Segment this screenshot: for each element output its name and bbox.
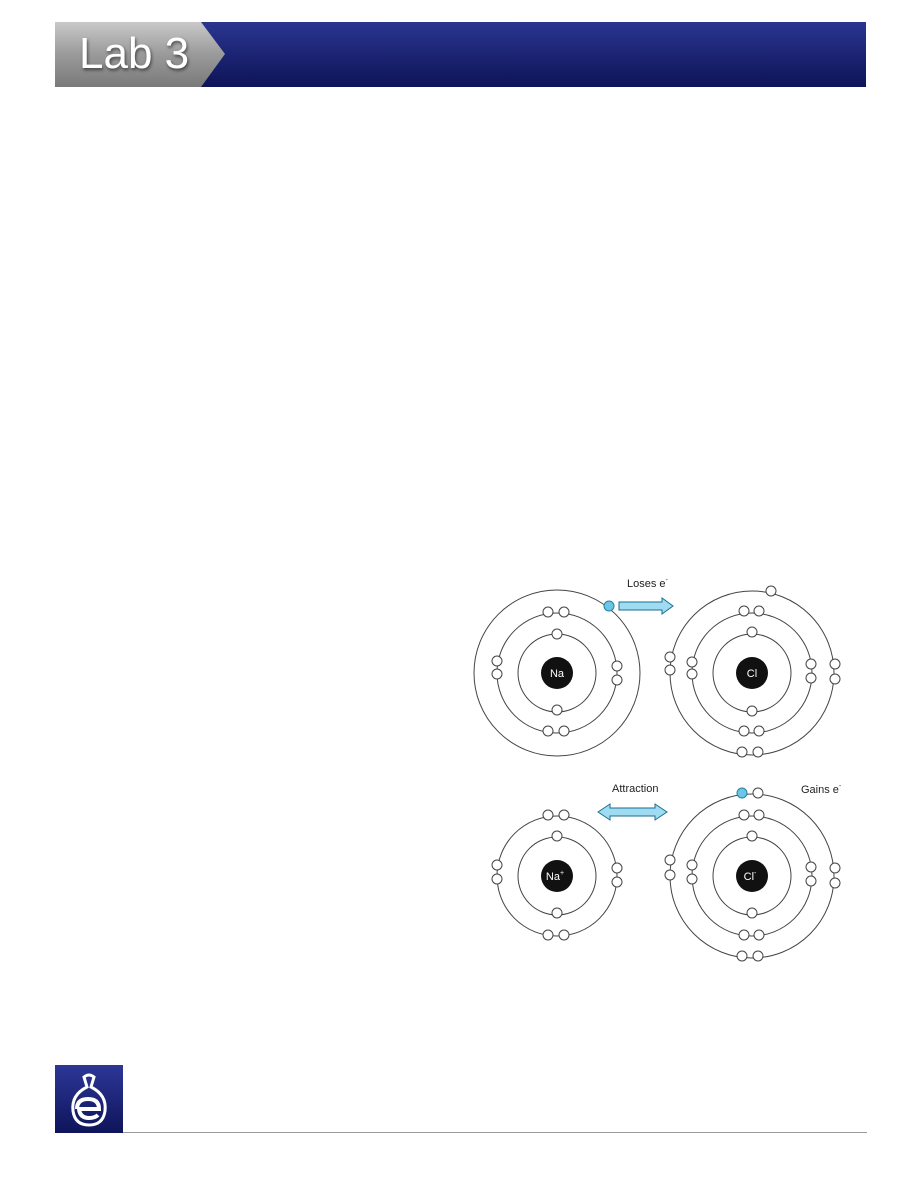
na-nucleus [541, 657, 573, 689]
sodium-ion: Na+ [491, 809, 623, 941]
flask-e-icon [55, 1065, 123, 1133]
attraction-label: Attraction [612, 783, 658, 795]
loses-electron-label: Loses e- [627, 577, 669, 590]
na-ion-electrons [491, 809, 623, 941]
cl-electrons [664, 585, 841, 758]
cl-nucleus [736, 657, 768, 689]
na-ion-symbol: Na+ [546, 870, 564, 883]
chloride-ion: Cl- [664, 787, 841, 962]
chlorine-atom: Cl [664, 585, 841, 758]
gains-electron-label: Gains e- [801, 783, 842, 796]
na-symbol: Na [550, 668, 565, 680]
attraction-arrow [597, 803, 668, 821]
page-title: Lab 3 [79, 29, 190, 78]
cl-ion-electrons [664, 787, 841, 962]
footer-rule [123, 1132, 867, 1133]
cl-ion-nucleus [736, 860, 768, 892]
header-banner-graphic [55, 22, 866, 87]
lab-header-banner: Lab 3 [55, 22, 866, 87]
transferring-electron [603, 600, 615, 612]
na-electrons [491, 606, 623, 737]
ionic-bond-diagram: Na Loses e- Cl [473, 577, 842, 962]
cl-ion-symbol: Cl- [744, 870, 757, 883]
gained-electron [736, 787, 748, 799]
sodium-atom: Na [473, 589, 641, 757]
loses-electron-arrow [618, 597, 674, 615]
na-shell-3 [473, 589, 641, 757]
cl-symbol: Cl [747, 668, 757, 680]
na-ion-nucleus [541, 860, 573, 892]
